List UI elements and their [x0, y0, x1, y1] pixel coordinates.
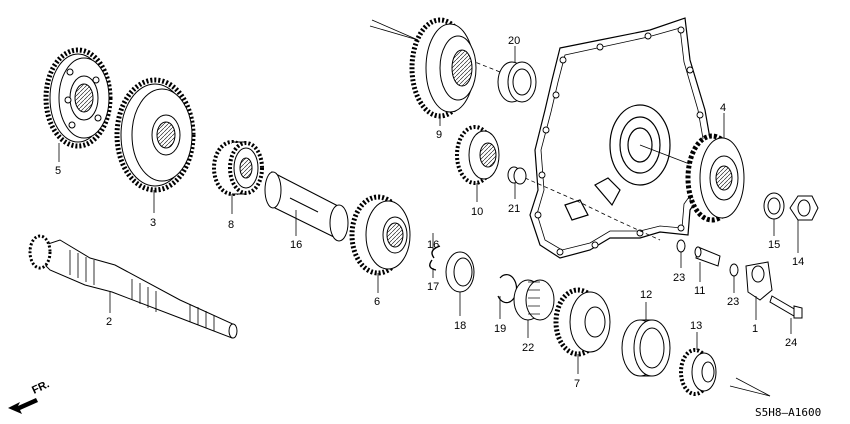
callout-12: 12: [640, 289, 652, 301]
part-15-washer: [763, 192, 785, 220]
part-10-gear: [455, 125, 500, 185]
part-1-holder: [745, 261, 773, 301]
callout-7: 7: [574, 378, 580, 390]
part-2-shaft: [28, 234, 238, 339]
part-24-bolt: [769, 295, 803, 319]
callout-23a: 23: [673, 272, 685, 284]
callout-14: 14: [792, 256, 804, 268]
callout-8: 8: [228, 219, 234, 231]
part-9-gear: [409, 17, 477, 119]
callout-3: 3: [150, 217, 156, 229]
callout-19: 19: [494, 323, 506, 335]
callout-15: 15: [768, 239, 780, 251]
front-direction-label: FR.: [30, 378, 51, 396]
part-22-bearing: [513, 279, 555, 321]
part-13-gear: [679, 348, 717, 396]
part-16-clips: [429, 245, 441, 271]
callout-1: 1: [752, 323, 758, 335]
part-20-bearing: [497, 61, 537, 103]
part-14-nut: [789, 195, 819, 221]
part-11-shaft: [694, 246, 721, 267]
callout-11: 11: [694, 285, 705, 297]
callout-21: 21: [508, 203, 520, 215]
part-21-bearing: [507, 166, 527, 185]
part-code: S5H8—A1600: [755, 406, 821, 419]
part-17-sleeve: [264, 171, 349, 242]
callout-18: 18: [454, 320, 466, 332]
callout-2: 2: [106, 316, 112, 328]
callout-labels: 5 3 8 16 2 6 16 16 17 18 19 22 7 12 13 9…: [55, 35, 804, 390]
callout-22: 22: [522, 342, 534, 354]
callout-24: 24: [785, 337, 797, 349]
part-12-ring: [621, 319, 671, 377]
part-6-gear: [349, 194, 411, 276]
callout-23b: 23: [727, 296, 739, 308]
callout-13: 13: [690, 320, 702, 332]
callout-4: 4: [720, 102, 726, 114]
leader-lines: [58, 19, 799, 397]
callout-17: 16: [290, 239, 302, 251]
part-8-gear: [212, 140, 264, 196]
part-18-seal: [445, 251, 475, 293]
callout-20: 20: [508, 35, 520, 47]
part-3-gear: [114, 77, 196, 193]
callout-16-lower: 17: [427, 281, 439, 293]
part-7-gear: [553, 287, 611, 357]
callout-9: 9: [436, 129, 442, 141]
callout-16a: 16: [427, 239, 439, 251]
part-5-gear: [43, 47, 113, 149]
callout-10: 10: [471, 206, 483, 218]
callout-5: 5: [55, 165, 61, 177]
callout-6: 6: [374, 296, 380, 308]
front-direction-arrow: FR.: [8, 378, 51, 414]
part-23-washers: [676, 239, 739, 277]
part-4-gear: [685, 133, 745, 223]
